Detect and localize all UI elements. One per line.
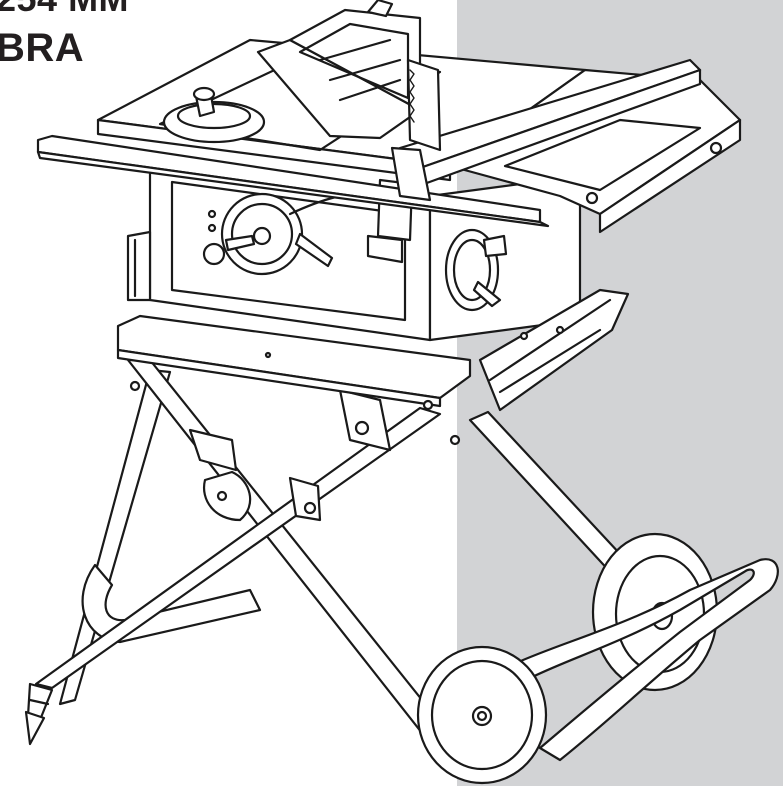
front-leg-cross-b: [34, 406, 442, 690]
stand-pivot-brackets: [188, 388, 392, 522]
title-line-1: 254 MM: [0, 0, 129, 20]
blade-guard: [256, 0, 422, 140]
front-wheel: [416, 645, 548, 785]
height-handwheel: [202, 192, 334, 276]
stand-top-frame: [116, 314, 472, 446]
rip-fence: [390, 58, 702, 202]
miter-gauge: [162, 86, 266, 144]
wheel-handle-frame: [468, 558, 779, 762]
front-rail: [36, 134, 550, 228]
title-line-2: BRA: [0, 26, 85, 70]
side-rack: [478, 288, 630, 412]
fastener-bolts: [207, 209, 565, 341]
saw-blade: [406, 58, 442, 152]
leg-foot: [24, 682, 54, 746]
table-extension: [448, 68, 742, 234]
bevel-handwheel: [444, 228, 508, 312]
